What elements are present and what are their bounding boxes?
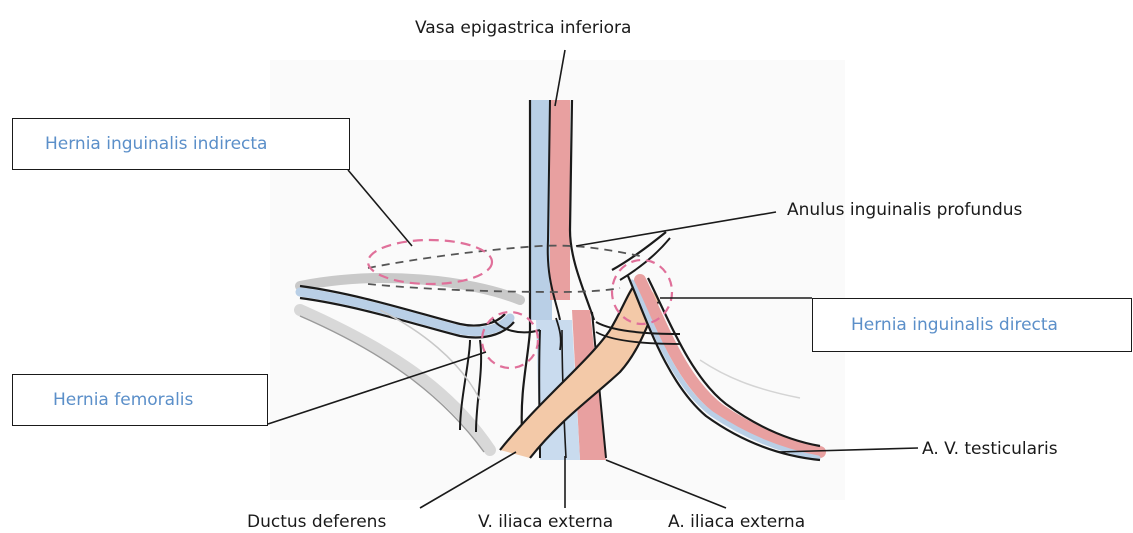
- label-hernia-directa: Hernia inguinalis directa: [812, 298, 1132, 352]
- epigastric-artery-fill: [550, 100, 570, 300]
- label-a-iliaca: A. iliaca externa: [668, 512, 805, 532]
- label-hernia-femoralis: Hernia femoralis: [12, 374, 268, 426]
- label-testicularis: A. V. testicularis: [922, 439, 1058, 459]
- label-hernia-indirecta: Hernia inguinalis indirecta: [12, 118, 350, 170]
- label-anulus-profundus: Anulus inguinalis profundus: [787, 200, 1022, 220]
- label-vasa-epigastrica: Vasa epigastrica inferiora: [415, 18, 631, 38]
- label-v-iliaca: V. iliaca externa: [478, 512, 613, 532]
- label-ductus-deferens: Ductus deferens: [247, 512, 386, 532]
